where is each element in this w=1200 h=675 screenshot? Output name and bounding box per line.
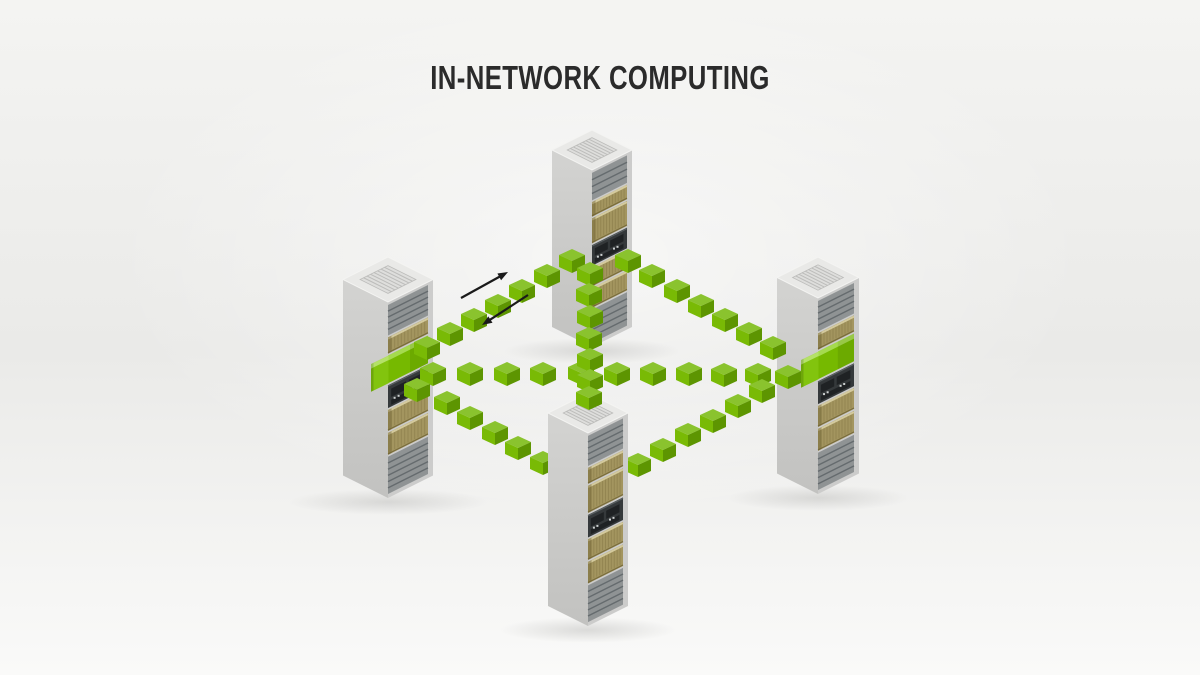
right-server-rack (775, 256, 861, 494)
data-packet-cube (775, 365, 801, 389)
data-packet-cube (749, 379, 775, 403)
server-unit-panel (817, 410, 855, 451)
data-packet-cube (640, 362, 666, 386)
flow-north-to-south (576, 262, 603, 393)
data-packet-cube (494, 362, 520, 386)
data-packet-cube (712, 308, 738, 332)
data-packet-cube (675, 423, 701, 447)
data-packet-cube (530, 362, 556, 386)
vent-grille (562, 400, 614, 426)
data-packet-cube (700, 409, 726, 433)
data-packet-cube (420, 362, 446, 386)
data-packet-cube (664, 279, 690, 303)
data-packet-cube (576, 386, 602, 410)
server-unit-panel (587, 544, 624, 584)
data-packet-cube (534, 264, 560, 288)
network-switch-module (591, 227, 628, 266)
green-dpu-unit (801, 333, 854, 388)
data-packet-cube (711, 363, 737, 387)
data-packet-cube (505, 436, 531, 460)
data-packet-cube (676, 362, 702, 386)
server-unit-panel (817, 388, 855, 427)
data-packet-cube (457, 406, 483, 430)
page-title: IN-NETWORK COMPUTING (430, 59, 770, 96)
left-server-rack (341, 256, 435, 498)
server-unit-panel (587, 450, 624, 484)
data-packet-cube (760, 336, 786, 360)
data-packet-cube (650, 438, 676, 462)
data-packet-cube (615, 249, 641, 273)
vent-grille (791, 264, 845, 291)
data-packet-cube (725, 394, 751, 418)
data-packet-cube (457, 362, 483, 386)
data-packet-cube (736, 322, 762, 346)
vent-slats-panel (587, 567, 624, 623)
data-packet-cube (576, 283, 602, 307)
rack-shadow (727, 485, 909, 511)
network-switch-module (587, 497, 624, 538)
data-packet-cube (485, 294, 511, 318)
vent-slats-panel (817, 283, 855, 332)
server-unit-panel (817, 315, 855, 350)
flow-west-to-east (420, 361, 801, 389)
flow-center-to-south (576, 386, 602, 410)
data-packet-cube (509, 279, 535, 303)
vent-grille (566, 137, 618, 163)
server-unit-panel (387, 317, 429, 354)
vent-slats-panel (591, 155, 628, 201)
network-switch-module (817, 363, 855, 405)
data-packet-cube (577, 348, 603, 372)
server-unit-panel (387, 412, 429, 455)
flow-north-to-east (615, 249, 786, 360)
rack-shadow (500, 617, 676, 643)
data-packet-cube (639, 264, 665, 288)
flow-south-to-east (625, 379, 775, 477)
data-packet-cube (461, 308, 487, 332)
data-packet-cube (577, 262, 603, 286)
vent-slats-panel (587, 418, 624, 466)
data-packet-cube (576, 327, 602, 351)
vent-slats-panel (817, 434, 855, 490)
server-unit-panel (587, 521, 624, 560)
flow-west-rack-entry (404, 378, 430, 402)
data-packet-cube (434, 391, 460, 415)
data-packet-cube (604, 362, 630, 386)
data-packet-cube (577, 305, 603, 329)
data-packet-cube (437, 322, 463, 346)
data-packet-cube (414, 336, 440, 360)
data-packet-cube (625, 453, 651, 477)
data-packet-cube (482, 421, 508, 445)
arrow-northeast (460, 272, 508, 299)
vent-grille (359, 265, 417, 294)
server-unit-panel (587, 468, 624, 513)
server-unit-panel (591, 200, 628, 244)
vent-slats-panel (387, 285, 429, 336)
rack-shadow (289, 489, 487, 515)
data-packet-cube (688, 294, 714, 318)
vent-slats-panel (387, 436, 429, 494)
arrow-southwest (482, 294, 529, 325)
server-unit-panel (591, 184, 628, 217)
bottom-server-rack (546, 392, 630, 626)
data-packet-cube (404, 378, 430, 402)
